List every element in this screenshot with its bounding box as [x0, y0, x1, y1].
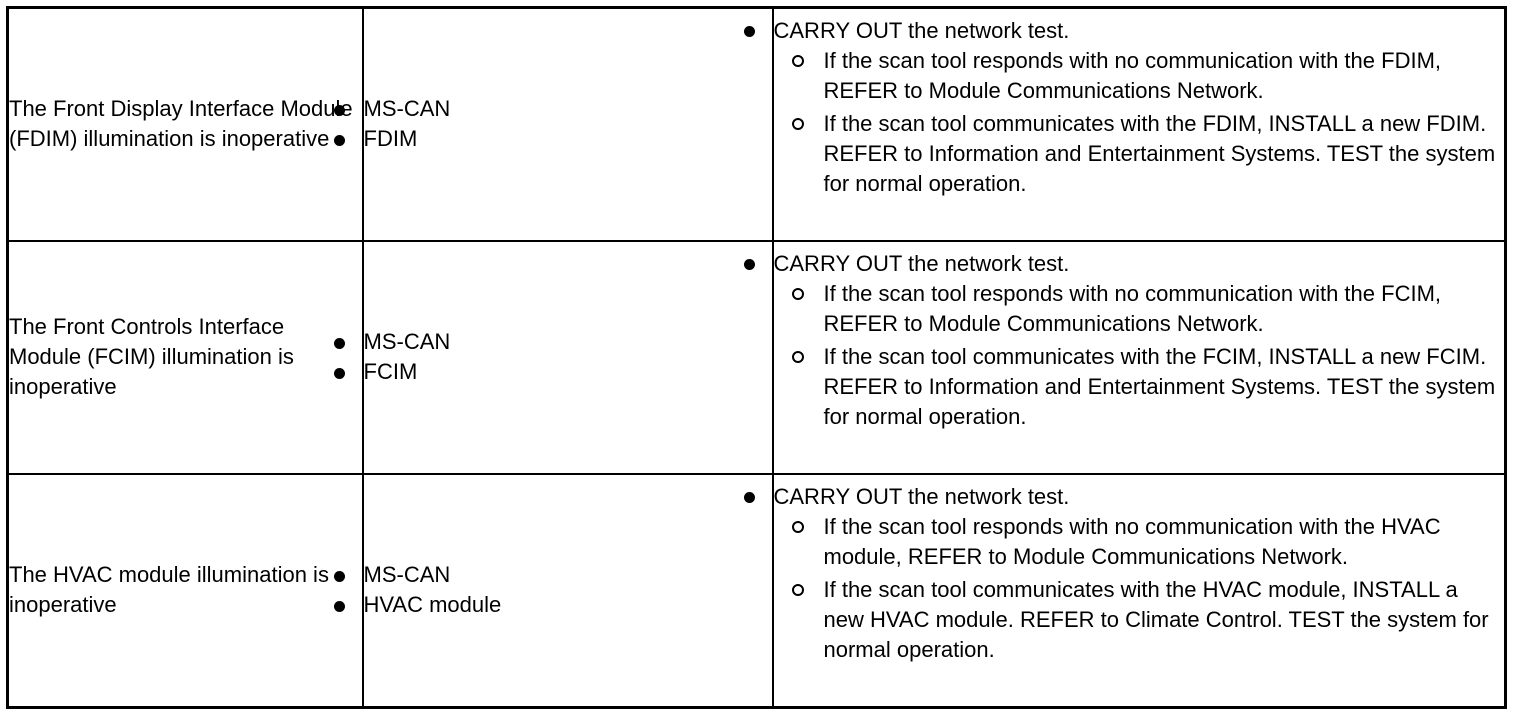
bullet-icon	[743, 26, 755, 37]
table-row: The HVAC module illumination is inoperat…	[6, 472, 1507, 709]
source-item: MS-CAN	[333, 560, 772, 590]
sub-action-item: If the scan tool communicates with the H…	[791, 575, 1505, 665]
diagnostic-table: The Front Display Interface Module (FDIM…	[6, 6, 1507, 709]
source-item: FCIM	[333, 357, 772, 387]
sub-action-item: If the scan tool communicates with the F…	[791, 109, 1505, 199]
sub-action-item: If the scan tool responds with no commun…	[791, 279, 1505, 339]
sub-action-text: If the scan tool responds with no commun…	[823, 48, 1442, 103]
sub-action-item: If the scan tool responds with no commun…	[791, 512, 1505, 572]
source-item: HVAC module	[333, 590, 772, 620]
bullet-icon	[333, 601, 345, 613]
hollow-bullet-icon	[791, 350, 804, 363]
source-text: FCIM	[363, 359, 418, 384]
source-item: MS-CAN	[333, 94, 772, 124]
source-cell: MS-CAN HVAC module	[333, 472, 774, 709]
source-text: MS-CAN	[363, 329, 451, 354]
table-row: The Front Display Interface Module (FDIM…	[6, 6, 1507, 242]
source-cell: MS-CAN FCIM	[333, 239, 774, 475]
condition-text: The Front Display Interface Module (FDIM…	[9, 96, 353, 152]
source-text: MS-CAN	[363, 96, 451, 122]
action-cell: CARRY OUT the network test. If the scan …	[743, 6, 1507, 242]
action-text: CARRY OUT the network test.	[773, 250, 1070, 276]
hollow-bullet-icon	[791, 55, 804, 67]
condition-item: The Front Display Interface Module (FDIM…	[9, 94, 362, 154]
condition-item: The HVAC module illumination is inoperat…	[9, 560, 362, 620]
source-item: MS-CAN	[333, 327, 772, 357]
table-row: The Front Controls Interface Module (FCI…	[6, 239, 1507, 475]
bullet-icon	[333, 135, 345, 147]
sub-action-text: If the scan tool responds with no commun…	[823, 513, 1441, 569]
condition-text: The Front Controls Interface Module (FCI…	[9, 314, 294, 399]
hollow-bullet-icon	[791, 583, 804, 596]
sub-action-text: If the scan tool communicates with the H…	[823, 576, 1489, 662]
action-item: CARRY OUT the network test. If the scan …	[743, 482, 1505, 665]
bullet-icon	[333, 368, 345, 379]
condition-cell: The Front Display Interface Module (FDIM…	[6, 6, 364, 242]
hollow-bullet-icon	[791, 520, 804, 533]
hollow-bullet-icon	[791, 287, 804, 300]
action-cell: CARRY OUT the network test. If the scan …	[743, 472, 1507, 709]
bullet-icon	[743, 491, 755, 503]
source-text: MS-CAN	[363, 562, 451, 588]
condition-cell: The Front Controls Interface Module (FCI…	[6, 239, 364, 475]
bullet-icon	[333, 571, 345, 583]
sub-action-text: If the scan tool communicates with the F…	[823, 343, 1496, 429]
action-item: CARRY OUT the network test. If the scan …	[743, 249, 1505, 432]
bullet-icon	[743, 258, 755, 270]
source-cell: MS-CAN FDIM	[333, 6, 774, 242]
source-text: HVAC module	[363, 592, 502, 618]
hollow-bullet-icon	[791, 118, 804, 130]
action-text: CARRY OUT the network test.	[773, 18, 1070, 43]
action-text: CARRY OUT the network test.	[773, 483, 1070, 509]
condition-cell: The HVAC module illumination is inoperat…	[6, 472, 364, 709]
sub-action-text: If the scan tool communicates with the F…	[823, 111, 1496, 196]
sub-action-item: If the scan tool responds with no commun…	[791, 46, 1505, 106]
sub-action-text: If the scan tool responds with no commun…	[823, 280, 1442, 336]
sub-action-item: If the scan tool communicates with the F…	[791, 342, 1505, 432]
action-item: CARRY OUT the network test. If the scan …	[743, 16, 1505, 199]
bullet-icon	[333, 105, 345, 117]
source-item: FDIM	[333, 124, 772, 154]
source-text: FDIM	[363, 126, 418, 152]
condition-text: The HVAC module illumination is inoperat…	[9, 562, 329, 618]
action-cell: CARRY OUT the network test. If the scan …	[743, 239, 1507, 475]
condition-item: The Front Controls Interface Module (FCI…	[9, 312, 362, 402]
bullet-icon	[333, 338, 345, 349]
